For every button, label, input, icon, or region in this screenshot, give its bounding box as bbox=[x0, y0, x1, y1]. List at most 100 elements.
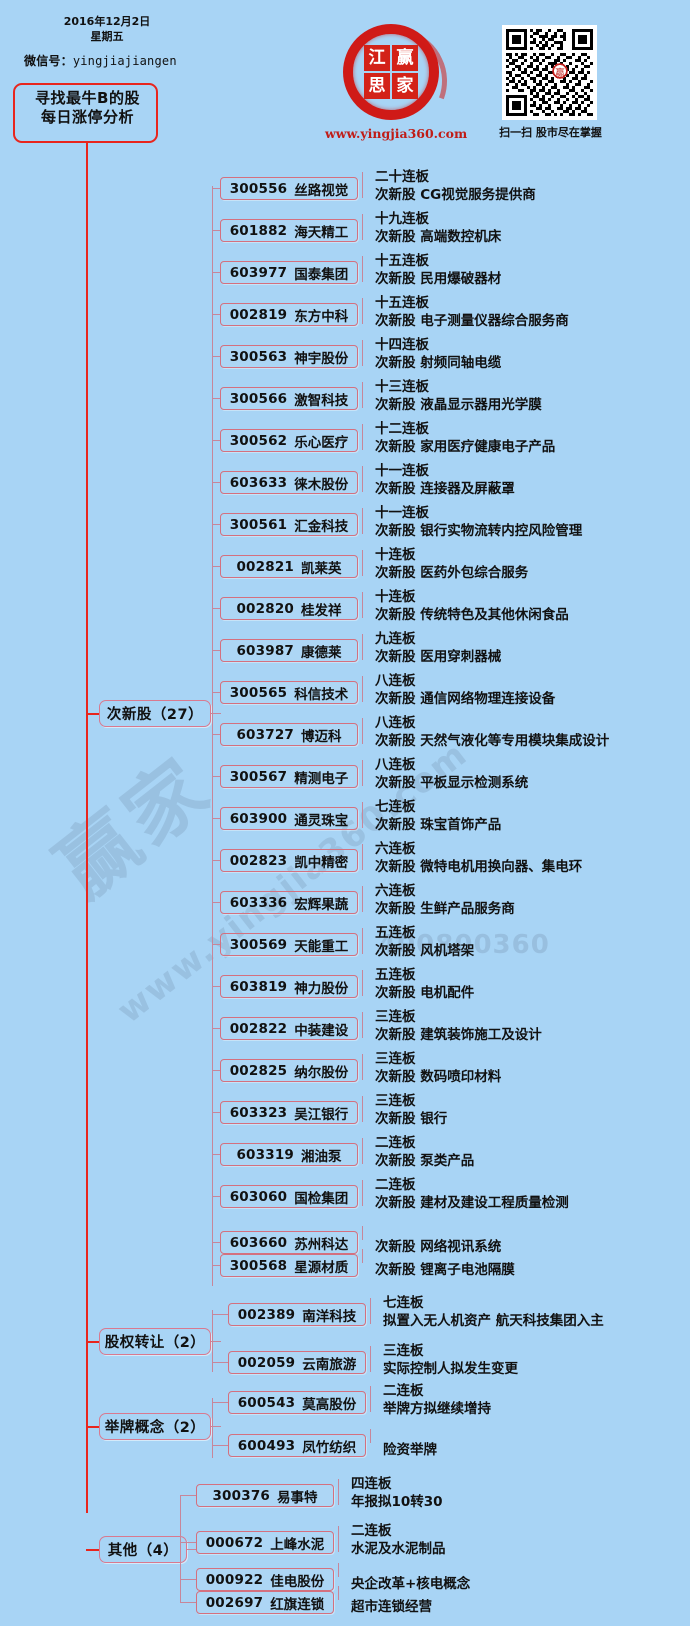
stock-box[interactable]: 000672 上峰水泥 bbox=[196, 1531, 334, 1554]
stock-box[interactable]: 300561 汇金科技 bbox=[220, 513, 358, 536]
stock-name: 上峰水泥 bbox=[270, 1536, 325, 1553]
stock-code: 002697 bbox=[205, 1594, 264, 1611]
stock-box[interactable]: 002697 红旗连锁 bbox=[196, 1591, 334, 1614]
desc-bracket bbox=[362, 1138, 368, 1164]
stock-code: 300567 bbox=[229, 768, 288, 785]
stock-name: 凯莱英 bbox=[301, 560, 342, 577]
stock-code: 300561 bbox=[229, 516, 288, 533]
desc-bracket bbox=[370, 1429, 376, 1443]
streak-text: 七连板 bbox=[375, 799, 416, 815]
row-connector bbox=[212, 734, 220, 735]
stock-code: 002822 bbox=[229, 1020, 288, 1037]
desc-bracket bbox=[362, 802, 368, 828]
streak-text: 九连板 bbox=[375, 631, 416, 647]
title-box: 寻找最牛B的股 每日涨停分析 bbox=[13, 83, 158, 143]
note-text: 次新股 家用医疗健康电子产品 bbox=[375, 439, 556, 455]
row-connector bbox=[212, 1445, 228, 1446]
stock-name: 易事特 bbox=[277, 1489, 318, 1506]
desc-bracket bbox=[338, 1563, 344, 1577]
desc-bracket bbox=[362, 382, 368, 408]
stock-description: 二十连板次新股 CG视觉服务提供商 bbox=[375, 168, 536, 204]
stock-name: 汇金科技 bbox=[294, 518, 349, 535]
stock-description: 八连板次新股 天然气液化等专用模块集成设计 bbox=[375, 714, 609, 750]
weekday-text: 星期五 bbox=[90, 30, 124, 43]
stock-description: 十连板次新股 医药外包综合服务 bbox=[375, 546, 528, 582]
stock-description: 三连板次新股 数码喷印材料 bbox=[375, 1050, 501, 1086]
stock-code: 603660 bbox=[229, 1234, 288, 1251]
title-line-2: 每日涨停分析 bbox=[40, 108, 134, 126]
note-text: 次新股 高端数控机床 bbox=[375, 229, 502, 245]
row-connector bbox=[180, 1542, 196, 1543]
stock-code: 000672 bbox=[205, 1534, 264, 1551]
row-connector bbox=[212, 944, 220, 945]
stock-name: 吴江银行 bbox=[294, 1106, 349, 1123]
group-spine-0 bbox=[212, 186, 213, 1286]
date-text: 2016年12月2日 bbox=[63, 15, 151, 28]
stock-name: 宏辉果蔬 bbox=[294, 896, 349, 913]
row-connector bbox=[180, 1579, 196, 1580]
stock-description: 二连板次新股 建材及建设工程质量检测 bbox=[375, 1176, 569, 1212]
stock-description: 超市连锁经营 bbox=[351, 1595, 432, 1615]
row-connector bbox=[212, 986, 220, 987]
row-connector bbox=[212, 356, 220, 357]
stock-name: 桂发祥 bbox=[301, 602, 342, 619]
stock-code: 002825 bbox=[229, 1062, 288, 1079]
row-connector bbox=[180, 1602, 196, 1603]
cat-stub-1 bbox=[86, 1341, 100, 1343]
streak-text: 六连板 bbox=[375, 883, 416, 899]
stock-name: 丝路视觉 bbox=[294, 182, 349, 199]
note-text: 拟置入无人机资产 航天科技集团入主 bbox=[383, 1313, 604, 1329]
row-connector bbox=[212, 1362, 228, 1363]
streak-text: 十五连板 bbox=[375, 295, 429, 311]
row-connector bbox=[212, 1070, 220, 1071]
stock-description: 二连板举牌方拟继续增持 bbox=[383, 1382, 491, 1418]
category-cixingu[interactable]: 次新股（27） bbox=[99, 700, 211, 727]
streak-text: 三连板 bbox=[375, 1093, 416, 1109]
note-text: 次新股 医药外包综合服务 bbox=[375, 565, 529, 581]
row-connector bbox=[212, 566, 220, 567]
category-guquanzhuanrang[interactable]: 股权转让（2） bbox=[99, 1328, 211, 1355]
row-connector bbox=[212, 1314, 228, 1315]
stock-name: 红旗连锁 bbox=[270, 1596, 325, 1613]
category-jupaigainian[interactable]: 举牌概念（2） bbox=[99, 1413, 211, 1440]
row-connector bbox=[212, 692, 220, 693]
row-connector bbox=[212, 272, 220, 273]
note-text: 次新股 平板显示检测系统 bbox=[375, 775, 529, 791]
category-qita[interactable]: 其他（4） bbox=[99, 1536, 187, 1563]
qr-svg: 赢 bbox=[506, 29, 593, 116]
group-spine-3 bbox=[180, 1495, 181, 1603]
note-text: 次新股 通信网络物理连接设备 bbox=[375, 691, 556, 707]
